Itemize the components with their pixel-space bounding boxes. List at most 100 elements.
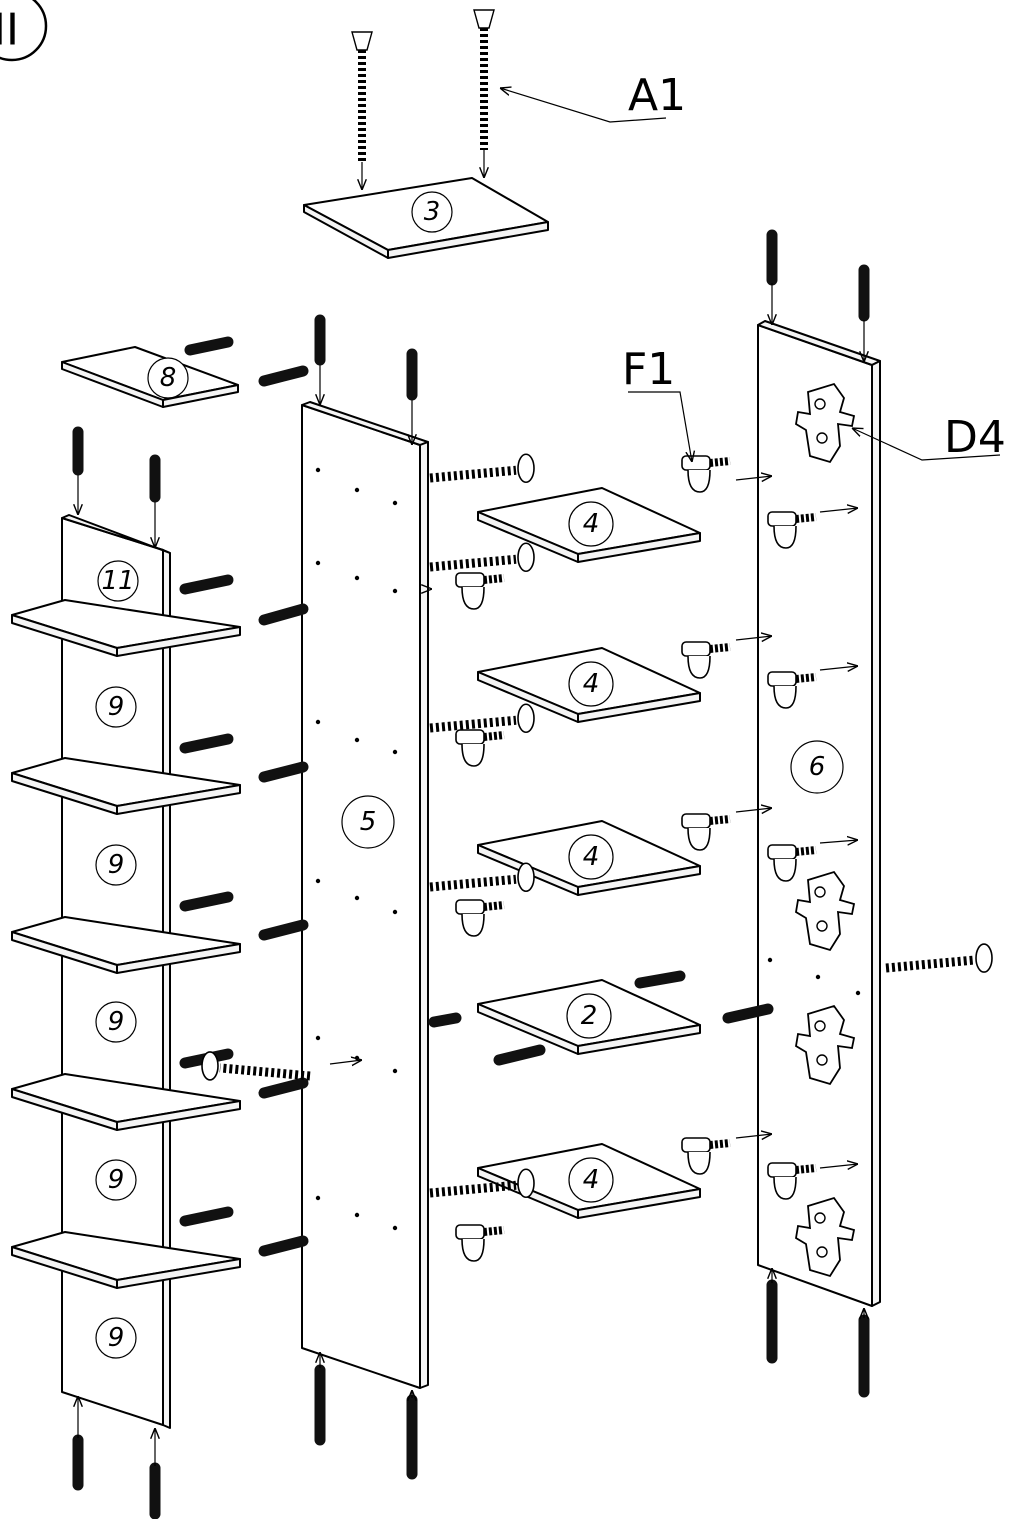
screw-icon <box>201 1051 311 1081</box>
part-5-number: 5 <box>360 807 377 837</box>
part-6-number: 6 <box>809 752 826 782</box>
dowel-icon <box>179 891 234 912</box>
step-label: II <box>0 5 19 56</box>
hinge-plate-icon <box>795 870 856 952</box>
drill-hole <box>392 588 398 594</box>
drill-hole <box>392 1225 398 1231</box>
dowel-icon <box>179 1206 234 1227</box>
drill-hole <box>392 1068 398 1074</box>
drill-hole <box>354 895 360 901</box>
insert-arrow <box>735 476 772 480</box>
screw-icon <box>429 862 535 893</box>
callout-f1-label: F1 <box>622 344 675 395</box>
part-4a-number: 4 <box>583 509 600 539</box>
part-2-number: 2 <box>581 1001 598 1031</box>
screw-icon <box>351 31 373 190</box>
screws-group <box>201 9 993 1199</box>
dowel-icon <box>258 365 309 387</box>
shelf-support-icon <box>681 455 731 493</box>
shelf-support-icon <box>767 671 817 709</box>
shelf-support-icon <box>455 729 505 767</box>
callout-d4: D4 <box>852 412 1006 463</box>
shelf <box>11 1073 241 1131</box>
dowels-group <box>72 229 870 1520</box>
insert-arrow <box>819 840 858 843</box>
dowel-icon <box>258 1077 309 1099</box>
arrows-group <box>78 283 864 1466</box>
shelf <box>11 916 241 974</box>
dowel-icon <box>634 970 686 989</box>
shelf-support-icon <box>767 1162 817 1200</box>
insert-arrow <box>735 1134 772 1138</box>
drill-hole <box>315 719 321 725</box>
shelf-supports-group <box>455 455 817 1262</box>
insert-arrow <box>819 1164 858 1168</box>
insert-arrow <box>819 666 858 670</box>
drill-hole <box>354 575 360 581</box>
drill-hole <box>315 1195 321 1201</box>
hinge-plate-icon <box>795 382 856 464</box>
dowel-icon <box>258 1235 309 1257</box>
panel-6-holes <box>767 957 861 996</box>
step-badge: II <box>0 0 48 62</box>
part-9b-number: 9 <box>108 850 125 880</box>
drill-hole <box>392 749 398 755</box>
screw-icon <box>473 9 495 178</box>
drill-hole <box>392 909 398 915</box>
drill-hole <box>354 1055 360 1061</box>
callout-a1-label: A1 <box>628 70 686 121</box>
drill-hole <box>767 957 773 963</box>
screw-icon <box>429 703 535 734</box>
shelf-support-icon <box>767 511 817 549</box>
screw-icon <box>885 943 993 973</box>
screw-icon <box>429 453 535 484</box>
dowel-icon <box>179 574 234 595</box>
callout-d4-label: D4 <box>944 412 1006 463</box>
insert-arrow <box>819 508 858 512</box>
hinge-plate-icon <box>795 1004 856 1086</box>
shelf-support-icon <box>455 572 505 610</box>
drill-hole <box>855 990 861 996</box>
part-11-number: 11 <box>101 566 134 596</box>
drill-hole <box>354 487 360 493</box>
insert-arrow <box>329 1060 362 1064</box>
drill-hole <box>315 1035 321 1041</box>
part-9d-number: 9 <box>108 1165 125 1195</box>
drill-hole <box>354 1212 360 1218</box>
panel-part-6 <box>757 320 881 1307</box>
part-3-number: 3 <box>424 197 441 227</box>
callout-a1: A1 <box>500 70 686 123</box>
part-labels: 3 8 11 9 9 9 9 9 5 4 4 4 2 4 6 <box>95 191 844 1359</box>
shelf-support-icon <box>681 1137 731 1175</box>
part-8-number: 8 <box>160 363 177 393</box>
dowel-icon <box>258 603 309 626</box>
shelf-support-icon <box>455 1224 505 1262</box>
screw-icon <box>429 542 535 573</box>
drill-hole <box>392 500 398 506</box>
insert-arrow <box>735 808 772 812</box>
shelf-support-icon <box>455 899 505 937</box>
dowel-icon <box>493 1044 546 1066</box>
dowel-icon <box>428 1012 462 1028</box>
drill-hole <box>315 878 321 884</box>
panel-part-5 <box>301 401 429 1389</box>
drill-hole <box>315 467 321 473</box>
dowel-icon <box>184 336 234 356</box>
shelf-support-icon <box>681 813 731 851</box>
part-4b-number: 4 <box>583 669 600 699</box>
dowel-icon <box>722 1003 774 1024</box>
dowel-icon <box>258 761 309 783</box>
part-9c-number: 9 <box>108 1007 125 1037</box>
hinge-plate-icon <box>795 1196 856 1278</box>
hinge-plates-group <box>795 382 856 1278</box>
shelf <box>11 599 241 657</box>
left-column-shelves <box>11 599 241 1289</box>
drill-hole <box>315 560 321 566</box>
shelf-support-icon <box>767 844 817 882</box>
insert-arrow <box>735 636 772 640</box>
drill-hole <box>354 737 360 743</box>
dowel-icon <box>258 919 309 941</box>
part-9e-number: 9 <box>108 1323 125 1353</box>
